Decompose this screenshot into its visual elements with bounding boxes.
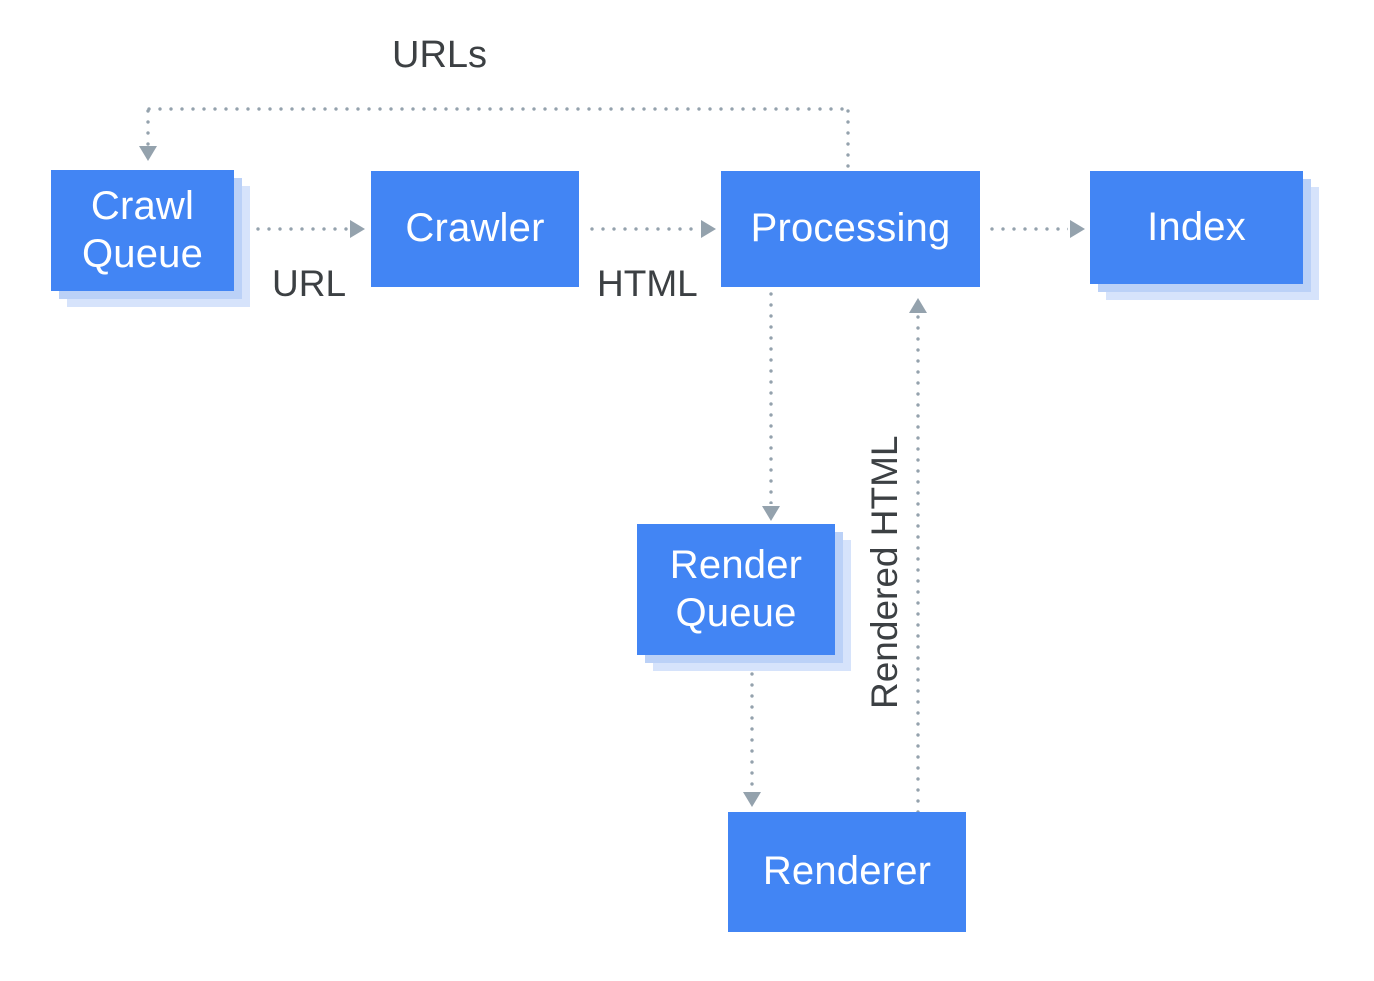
connector-urls-horizontal [147, 107, 850, 111]
connector-html [590, 227, 700, 231]
node-renderer[interactable]: Renderer [728, 812, 966, 932]
node-crawl-queue-label: Crawl Queue [81, 184, 204, 276]
edge-label-rendered-html: Rendered HTML [864, 435, 905, 709]
node-processing-label: Processing [750, 206, 951, 251]
node-index[interactable]: Index [1090, 171, 1303, 284]
arrowhead-url-into-crawler [350, 220, 365, 238]
arrowhead-rendered-html-into-processing [909, 298, 927, 313]
node-render-queue-label: Render Queue [669, 543, 803, 635]
node-index-label: Index [1147, 204, 1246, 249]
edge-label-html: HTML [597, 263, 698, 304]
node-renderer-label: Renderer [762, 849, 932, 894]
connector-urls-vertical-right [846, 109, 850, 172]
connector-url [256, 227, 348, 231]
connector-processing-to-index [990, 227, 1068, 231]
connector-rendered-html [916, 315, 920, 812]
arrowhead-into-render-queue [762, 506, 780, 521]
connector-processing-to-render-queue [769, 292, 773, 504]
node-processing[interactable]: Processing [721, 171, 980, 287]
arrowhead-urls-into-crawl-queue [139, 146, 157, 161]
node-crawler-label: Crawler [405, 206, 545, 251]
edge-label-urls: URLs [392, 34, 488, 76]
edge-label-url: URL [272, 263, 347, 304]
node-crawler[interactable]: Crawler [371, 171, 579, 287]
connector-render-queue-to-renderer [750, 672, 754, 790]
connector-urls-vertical-left [146, 109, 150, 148]
arrowhead-into-index [1070, 220, 1085, 238]
arrowhead-html-into-processing [701, 220, 716, 238]
node-render-queue[interactable]: Render Queue [637, 524, 835, 655]
arrowhead-into-renderer [743, 792, 761, 807]
node-crawl-queue[interactable]: Crawl Queue [51, 170, 234, 291]
